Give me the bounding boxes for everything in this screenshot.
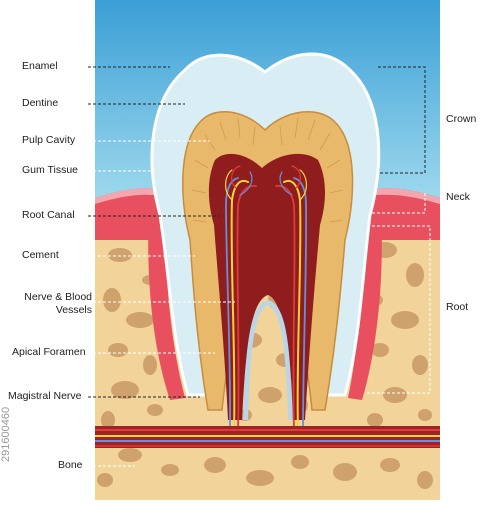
label-dentine: Dentine <box>22 97 59 109</box>
magistral-nerve-band <box>95 426 440 448</box>
label-bone: Bone <box>58 459 83 471</box>
label-gum-tissue: Gum Tissue <box>22 164 79 176</box>
leader-lines <box>88 66 431 467</box>
pulp-lining <box>243 300 293 420</box>
label-cement: Cement <box>22 249 59 261</box>
label-enamel: Enamel <box>22 60 58 72</box>
label-apical-foramen: Apical Foramen <box>12 346 86 358</box>
gum-lining <box>148 195 185 400</box>
label-neck: Neck <box>446 191 470 203</box>
gum-tissue <box>95 188 160 240</box>
label-magistral-nerve: Magistral Nerve <box>8 390 82 402</box>
gum-tissue-right <box>368 188 440 240</box>
watermark-id: 291600460 <box>0 406 12 462</box>
label-crown: Crown <box>446 113 477 125</box>
label-nerve-blood-vessels: Nerve & Blood Vessels <box>24 291 92 316</box>
label-pulp-cavity: Pulp Cavity <box>22 134 76 146</box>
nerve-and-vessels <box>225 165 308 431</box>
label-root: Root <box>446 301 469 313</box>
dentine-tubules <box>191 117 344 223</box>
label-root-canal: Root Canal <box>22 209 75 221</box>
